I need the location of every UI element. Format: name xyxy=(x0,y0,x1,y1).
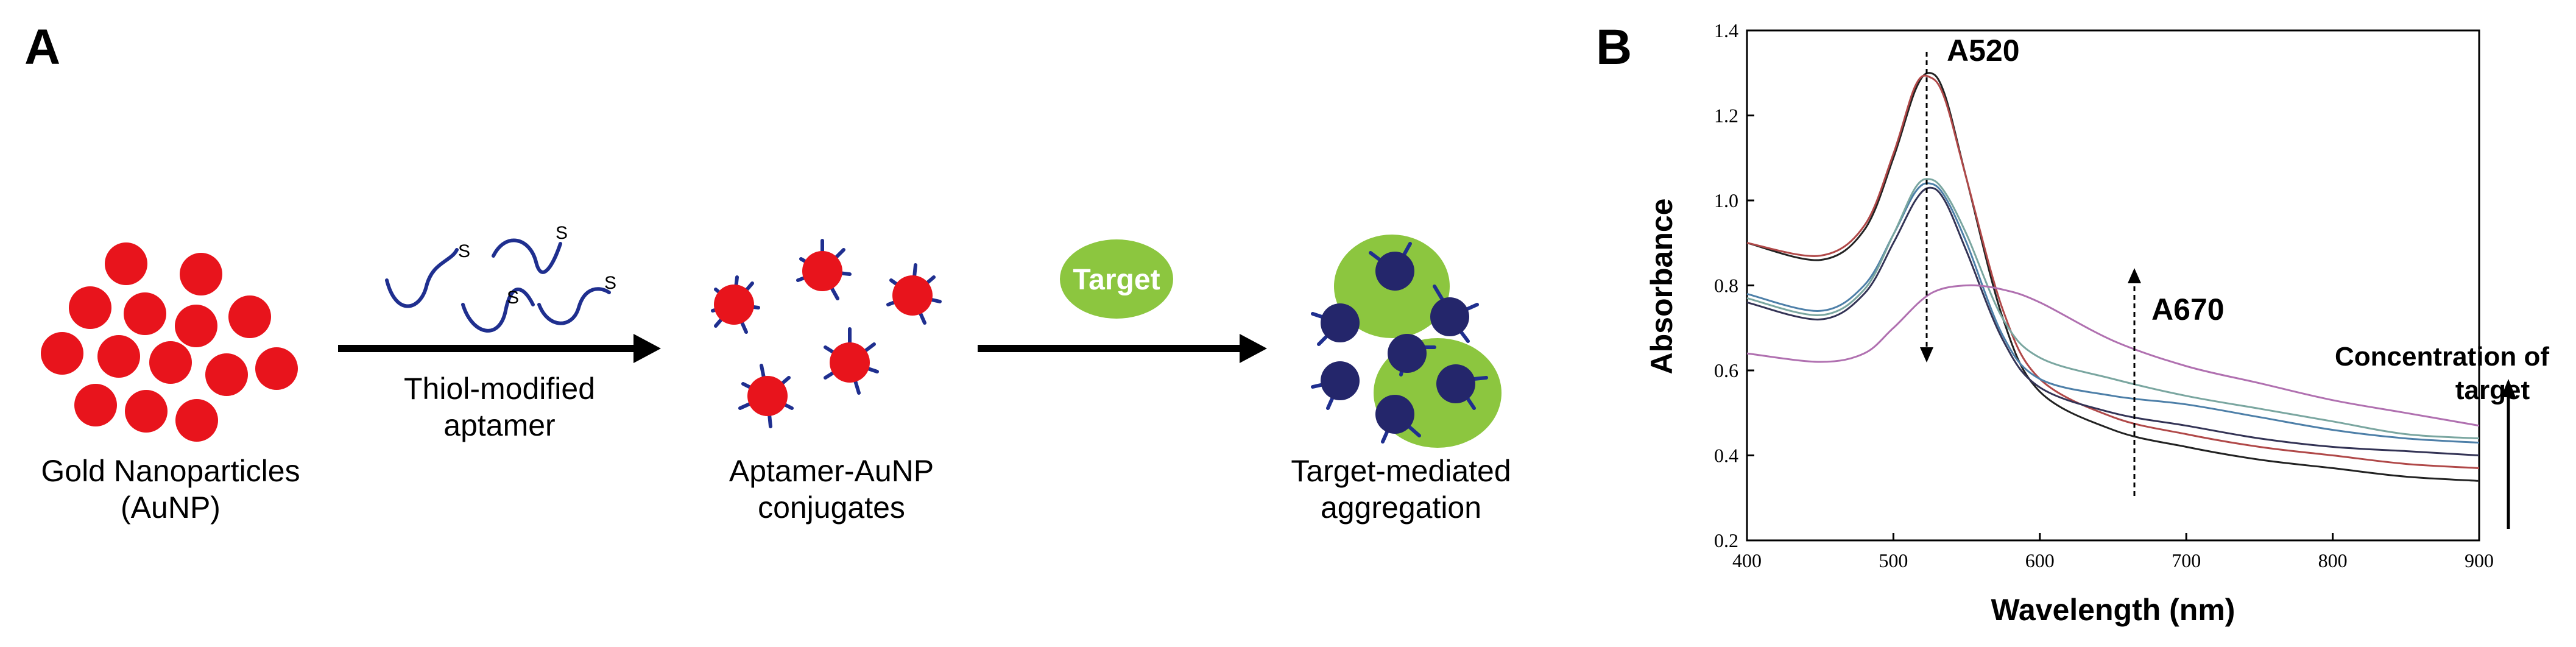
y-tick-label: 1.4 xyxy=(1714,19,1738,41)
a670-label: A670 xyxy=(2151,292,2225,327)
aggregated-nanoparticle xyxy=(1321,303,1360,342)
y-tick-label: 0.2 xyxy=(1714,529,1738,551)
target-badge-label: Target xyxy=(1073,264,1160,296)
reaction-arrow-1 xyxy=(338,334,661,363)
gold-nanoparticle-cluster xyxy=(41,242,298,442)
spectrum-line-3 xyxy=(1746,182,2480,444)
a520-label: A520 xyxy=(1947,34,2020,68)
x-tick-label: 900 xyxy=(2465,550,2494,571)
gold-nanoparticle xyxy=(125,390,168,433)
aptamer-strand xyxy=(385,248,459,308)
gold-nanoparticle xyxy=(180,253,222,295)
conjugate-nanoparticle xyxy=(830,342,870,383)
gold-nanoparticle xyxy=(74,384,117,426)
aggregation-label: Target-mediated xyxy=(1291,454,1511,488)
aptamer-strand xyxy=(492,238,562,274)
spectrum-line-1 xyxy=(1746,72,2480,482)
conjugate-nanoparticle xyxy=(714,285,754,325)
aggregated-nanoparticle xyxy=(1375,252,1414,291)
gold-nanoparticles-sublabel: (AuNP) xyxy=(121,490,221,525)
gold-nanoparticles-label: Gold Nanoparticles xyxy=(41,454,300,488)
x-tick-label: 600 xyxy=(2025,550,2055,571)
y-tick-label: 0.6 xyxy=(1714,359,1738,381)
thiol-group-label: S xyxy=(458,241,470,261)
gold-nanoparticle xyxy=(228,295,271,338)
x-tick-label: 500 xyxy=(1879,550,1908,571)
x-axis-ticks: 400 500 600 700 800 900 xyxy=(1732,533,2494,571)
y-tick-label: 1.2 xyxy=(1714,105,1738,127)
aggregated-nanoparticle xyxy=(1321,361,1360,400)
gold-nanoparticle xyxy=(175,305,217,347)
panel-b-label: B xyxy=(1596,19,1632,75)
a520-annotation xyxy=(1920,52,1933,362)
y-tick-label: 1.0 xyxy=(1714,189,1738,211)
conjugates-label: Aptamer-AuNP xyxy=(729,454,934,488)
aggregated-nanoparticle xyxy=(1388,334,1427,373)
thiol-group-label: S xyxy=(556,223,568,243)
gold-nanoparticle xyxy=(69,286,111,329)
conjugate-nanoparticle xyxy=(892,275,933,316)
gold-nanoparticle xyxy=(41,332,83,375)
target-mediated-aggregate xyxy=(1311,235,1501,448)
y-tick-label: 0.4 xyxy=(1714,445,1738,467)
spectrum-line-6 xyxy=(1746,284,2480,427)
x-axis-title: Wavelength (nm) xyxy=(1991,593,2235,627)
aggregated-nanoparticle xyxy=(1430,297,1469,336)
panel-a-label: A xyxy=(24,19,60,75)
reaction-arrow-2 xyxy=(978,334,1267,363)
spectrum-line-4 xyxy=(1746,178,2480,440)
gold-nanoparticle xyxy=(105,242,147,285)
thiol-modified-sublabel: aptamer xyxy=(443,408,555,442)
a670-annotation xyxy=(2128,268,2141,497)
thiol-group-label: S xyxy=(604,273,616,293)
aptamer-aunp-conjugates xyxy=(711,239,942,428)
aptamer-strand xyxy=(461,288,535,333)
gold-nanoparticle xyxy=(205,353,248,396)
x-tick-label: 400 xyxy=(1732,550,1762,571)
x-tick-label: 700 xyxy=(2172,550,2201,571)
aggregated-nanoparticle xyxy=(1375,395,1414,434)
aggregation-sublabel: aggregation xyxy=(1321,490,1481,525)
spectrum-series xyxy=(1746,72,2480,482)
gold-nanoparticle xyxy=(149,341,192,384)
conjugate-nanoparticle xyxy=(747,376,788,416)
thiol-group-label: S xyxy=(507,288,519,308)
y-tick-label: 0.8 xyxy=(1714,275,1738,297)
gold-nanoparticle xyxy=(124,292,166,335)
y-axis-ticks: 0.2 0.4 0.6 0.8 1.0 1.2 1.4 xyxy=(1714,19,1754,551)
concentration-arrow xyxy=(2501,379,2516,529)
gold-nanoparticle xyxy=(97,335,140,378)
thiol-modified-label: Thiol-modified xyxy=(404,372,595,406)
concentration-label: Concentration of xyxy=(2335,342,2549,372)
aptamer-strand xyxy=(537,287,611,325)
concentration-sublabel: target xyxy=(2455,375,2530,405)
aggregated-nanoparticle xyxy=(1436,364,1475,403)
conjugates-sublabel: conjugates xyxy=(758,490,905,525)
x-tick-label: 800 xyxy=(2318,550,2348,571)
thiol-aptamer-strands: S S S S xyxy=(385,223,616,333)
spectrum-line-5 xyxy=(1746,186,2480,456)
plot-frame xyxy=(1746,29,2480,542)
gold-nanoparticle xyxy=(255,347,298,390)
conjugate-nanoparticle xyxy=(802,251,842,291)
target-badge xyxy=(1060,239,1173,319)
gold-nanoparticle xyxy=(175,399,218,442)
absorbance-spectrum-chart: 0.2 0.4 0.6 0.8 1.0 1.2 1.4 400 500 600 700 800 900… xyxy=(1645,19,2494,627)
spectrum-line-2 xyxy=(1746,74,2480,469)
y-axis-title: Absorbance xyxy=(1645,199,1679,375)
